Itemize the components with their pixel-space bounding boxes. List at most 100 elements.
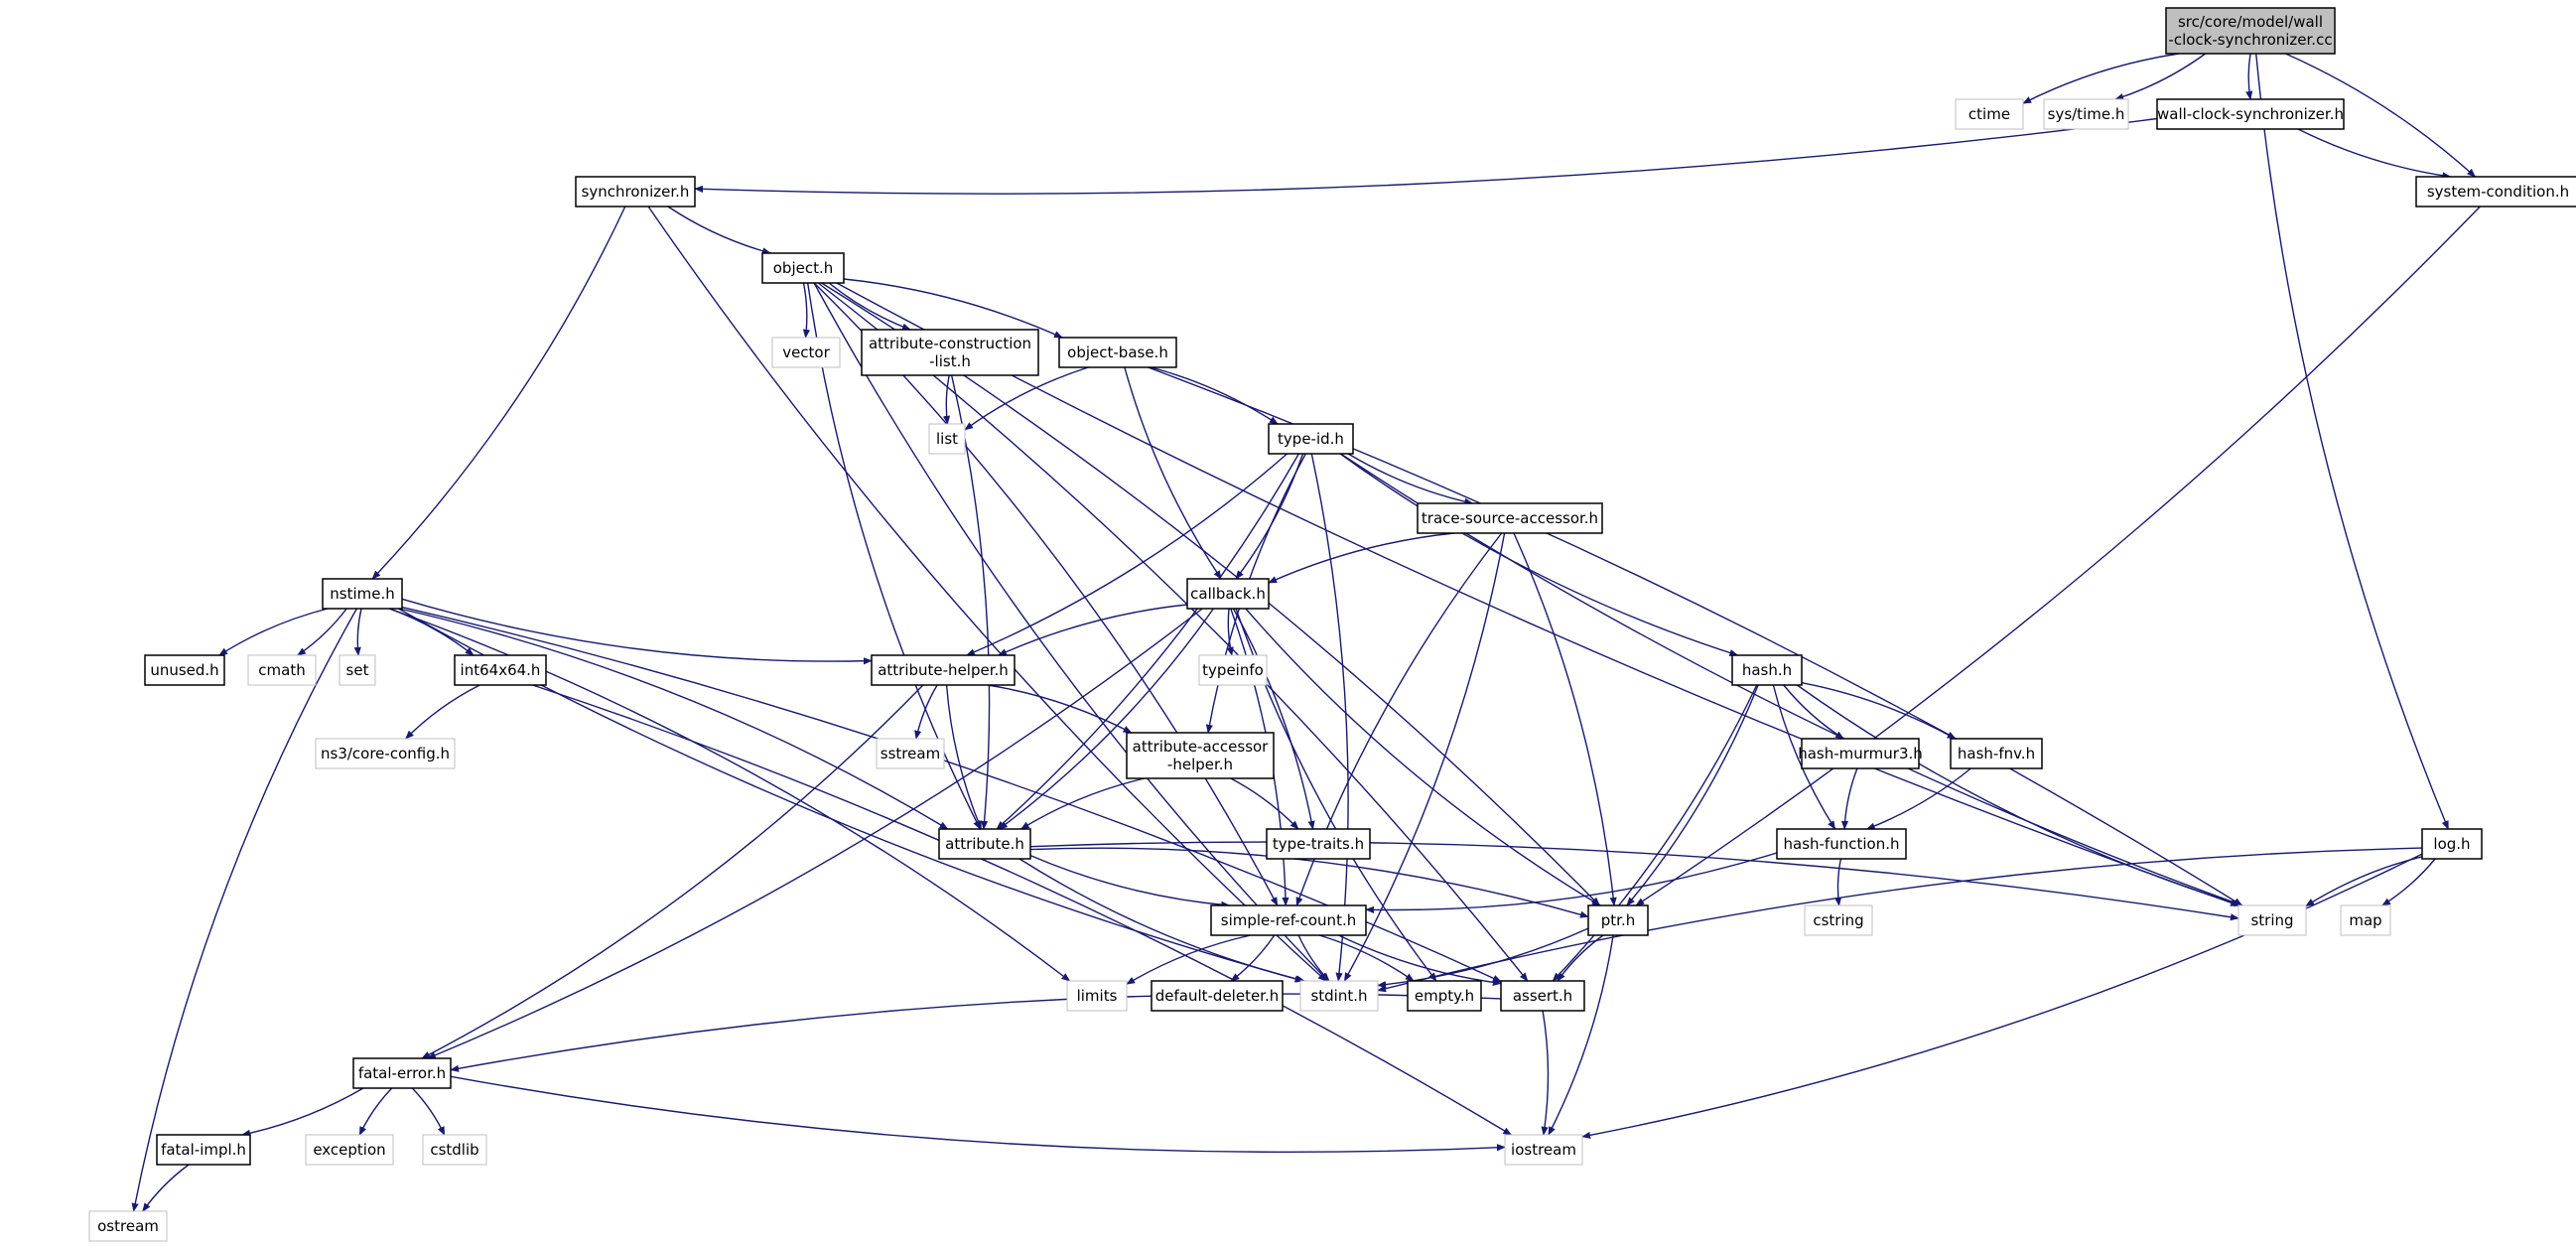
edge-objbase-to-typeid (1151, 366, 1279, 425)
edge-root-to-syscond (2285, 53, 2477, 178)
node-log[interactable]: log.h (2421, 828, 2483, 860)
node-acl[interactable]: attribute-construction-list.h (861, 329, 1039, 376)
node-box (876, 738, 945, 769)
edge-int64-to-iostream (532, 684, 1513, 1136)
node-box (1776, 828, 1907, 860)
node-int64[interactable]: int64x64.h (454, 654, 547, 686)
edge-callback-to-attrhelper (998, 604, 1188, 656)
node-fatalerr[interactable]: fatal-error.h (352, 1057, 452, 1089)
node-label: string (2250, 911, 2293, 929)
node-attrhelper[interactable]: attribute-helper.h (871, 654, 1016, 686)
node-box (1504, 1134, 1583, 1166)
edge-wcsync-to-syscond (2297, 128, 2452, 180)
node-sync[interactable]: synchronizer.h (575, 176, 696, 208)
node-src[interactable]: simple-ref-count.h (1210, 904, 1367, 936)
node-list: list (928, 423, 966, 455)
edge-ptr-to-assert (1557, 934, 1604, 982)
node-hash[interactable]: hash.h (1731, 654, 1803, 686)
node-label: attribute-construction (869, 335, 1031, 352)
edge-hashfn-to-src (1365, 852, 1778, 913)
node-box (322, 578, 403, 610)
node-box (928, 423, 966, 455)
edge-attribute-to-src (1029, 854, 1231, 908)
node-hashfnv[interactable]: hash-fnv.h (1950, 738, 2043, 769)
node-label: callback.h (1190, 585, 1266, 603)
node-limits: limits (1066, 980, 1128, 1012)
node-label: sstream (881, 745, 940, 762)
node-tsa[interactable]: trace-source-accessor.h (1417, 502, 1603, 534)
node-assert[interactable]: assert.h (1500, 980, 1585, 1012)
node-box (1126, 732, 1275, 779)
edge-sync-to-object (667, 206, 771, 255)
node-box (2415, 176, 2576, 208)
edge-attrhelper-to-attribute (945, 684, 983, 830)
node-label: map (2349, 911, 2381, 929)
edge-assert-to-iostream (1541, 1010, 1550, 1136)
node-defdel[interactable]: default-deleter.h (1151, 980, 1284, 1012)
node-box (1587, 904, 1649, 936)
node-box (771, 337, 841, 368)
node-label: synchronizer.h (582, 183, 690, 201)
node-box (1151, 980, 1284, 1012)
node-empty[interactable]: empty.h (1407, 980, 1482, 1012)
edge-nstime-to-limits (389, 608, 1071, 982)
edge-typeid-to-hash (1339, 453, 1739, 656)
node-unused[interactable]: unused.h (144, 654, 225, 686)
node-vector: vector (771, 337, 841, 368)
edge-root-to-log (2255, 53, 2449, 830)
node-root[interactable]: src/core/model/wall-clock-synchronizer.c… (2165, 7, 2336, 55)
node-box (1066, 980, 1128, 1012)
node-box (144, 654, 225, 686)
node-cstring: cstring (1804, 904, 1873, 936)
node-label: limits (1077, 987, 1118, 1005)
node-box (1955, 98, 2024, 130)
node-box (2237, 904, 2307, 936)
node-box (1417, 502, 1603, 534)
node-hashmm[interactable]: hash-murmur3.h (1798, 738, 1923, 769)
edge-fatalimpl-to-ostream (142, 1164, 190, 1212)
node-box (2340, 904, 2391, 936)
edge-root-to-ctime (2022, 53, 2180, 104)
node-box (871, 654, 1016, 686)
node-hashfn[interactable]: hash-function.h (1776, 828, 1907, 860)
node-label: system-condition.h (2427, 183, 2569, 201)
node-stdint: stdint.h (1299, 980, 1379, 1012)
node-label: ptr.h (1601, 911, 1635, 929)
node-label: trace-source-accessor.h (1422, 509, 1598, 527)
node-label: hash-murmur3.h (1798, 745, 1923, 762)
edge-hash-to-hashmm (1783, 684, 1844, 740)
node-typetraits[interactable]: type-traits.h (1266, 828, 1371, 860)
edge-hash-to-hashfn (1772, 684, 1836, 830)
node-box (861, 329, 1039, 376)
edge-fatalerr-to-exception (358, 1087, 393, 1136)
node-box (1801, 738, 1920, 769)
node-fatalimpl[interactable]: fatal-impl.h (156, 1134, 251, 1166)
node-aah[interactable]: attribute-accessor-helper.h (1126, 732, 1275, 779)
edge-wcsync-to-sync (694, 117, 2158, 195)
node-label: fatal-error.h (358, 1064, 446, 1082)
node-label: hash.h (1742, 661, 1792, 679)
node-ptr[interactable]: ptr.h (1587, 904, 1649, 936)
node-attribute[interactable]: attribute.h (938, 828, 1031, 860)
node-callback[interactable]: callback.h (1186, 578, 1270, 610)
node-box (1266, 828, 1371, 860)
node-objbase[interactable]: object-base.h (1058, 337, 1177, 368)
node-label: simple-ref-count.h (1221, 911, 1356, 929)
edge-root-to-wcsync (2245, 53, 2253, 100)
edge-aah-to-typetraits (1230, 777, 1299, 830)
edge-typeid-to-stdint (1310, 453, 1349, 982)
node-wcsync[interactable]: wall-clock-synchronizer.h (2156, 98, 2345, 130)
node-nstime[interactable]: nstime.h (322, 578, 403, 610)
node-box (575, 176, 696, 208)
edge-src-to-limits (1126, 934, 1252, 985)
edge-attribute-to-string (1029, 841, 2239, 921)
node-iostream: iostream (1504, 1134, 1583, 1166)
edge-object-to-stdint (813, 282, 1329, 982)
edge-attribute-to-ptr (1029, 847, 1589, 918)
node-syscond[interactable]: system-condition.h (2415, 176, 2576, 208)
edge-fatalerr-to-cstdlib (411, 1087, 446, 1136)
edge-acl-to-list (942, 374, 951, 425)
node-object[interactable]: object.h (761, 252, 845, 284)
node-typeid[interactable]: type-id.h (1268, 423, 1354, 455)
edge-nstime-to-ostream (131, 608, 358, 1212)
